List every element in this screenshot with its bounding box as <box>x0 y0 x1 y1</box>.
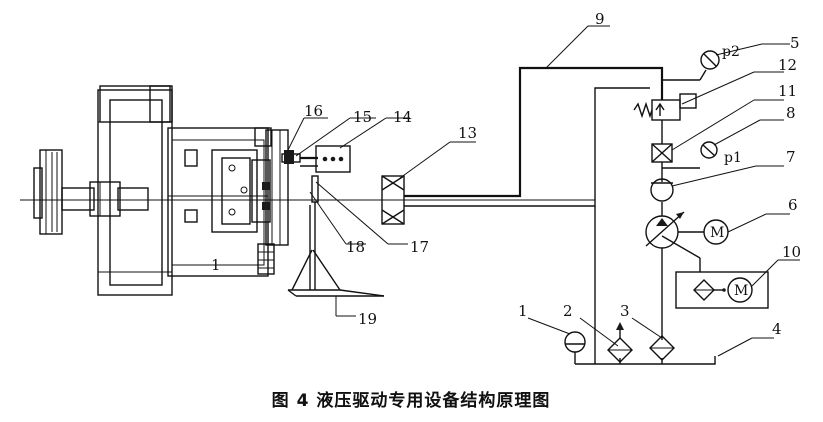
label-19: 19 <box>358 310 377 328</box>
label-15: 15 <box>353 108 372 126</box>
motor-label-10: M <box>734 283 748 299</box>
label-3: 3 <box>620 302 630 320</box>
relief-valve-12 <box>633 93 697 121</box>
label-1-right: 1 <box>518 302 528 320</box>
component-14-box <box>315 145 351 173</box>
filter-unit-10 <box>675 271 769 309</box>
label-8: 8 <box>786 104 796 122</box>
label-6: 6 <box>788 196 798 214</box>
label-10: 10 <box>782 243 801 261</box>
pressure-gauge-p1 <box>700 141 718 159</box>
engine-assembly <box>33 85 289 296</box>
gauge-label-p2: p2 <box>722 44 740 60</box>
label-4: 4 <box>772 320 782 338</box>
filter-2 <box>607 322 633 363</box>
tank-element-1 <box>564 331 586 353</box>
hydraulic-lines <box>404 66 716 365</box>
gauge-label-p1: p1 <box>724 150 742 166</box>
pressure-gauge-p2 <box>700 50 720 70</box>
label-17: 17 <box>410 238 429 256</box>
label-18: 18 <box>346 238 365 256</box>
label-1-left: 1 <box>211 256 221 274</box>
label-16: 16 <box>304 102 323 120</box>
label-5: 5 <box>790 34 800 52</box>
part-labels: 1 1 2 3 4 5 6 7 8 9 10 11 12 13 14 15 16… <box>211 10 801 338</box>
label-2: 2 <box>563 302 573 320</box>
leader-lines <box>287 25 800 357</box>
label-11: 11 <box>778 82 797 100</box>
label-9: 9 <box>595 10 605 28</box>
check-valve-7 <box>650 178 674 202</box>
label-12: 12 <box>778 56 797 74</box>
sensor-bracket <box>281 145 385 297</box>
filter-3 <box>649 335 675 361</box>
label-7: 7 <box>786 148 796 166</box>
pump-6 <box>645 211 729 249</box>
motor-label-6: M <box>710 225 724 241</box>
label-13: 13 <box>458 124 477 142</box>
label-14: 14 <box>393 108 412 126</box>
figure-caption: 图 4 液压驱动专用设备结构原理图 <box>272 390 551 411</box>
throttle-valve-11 <box>651 143 673 163</box>
